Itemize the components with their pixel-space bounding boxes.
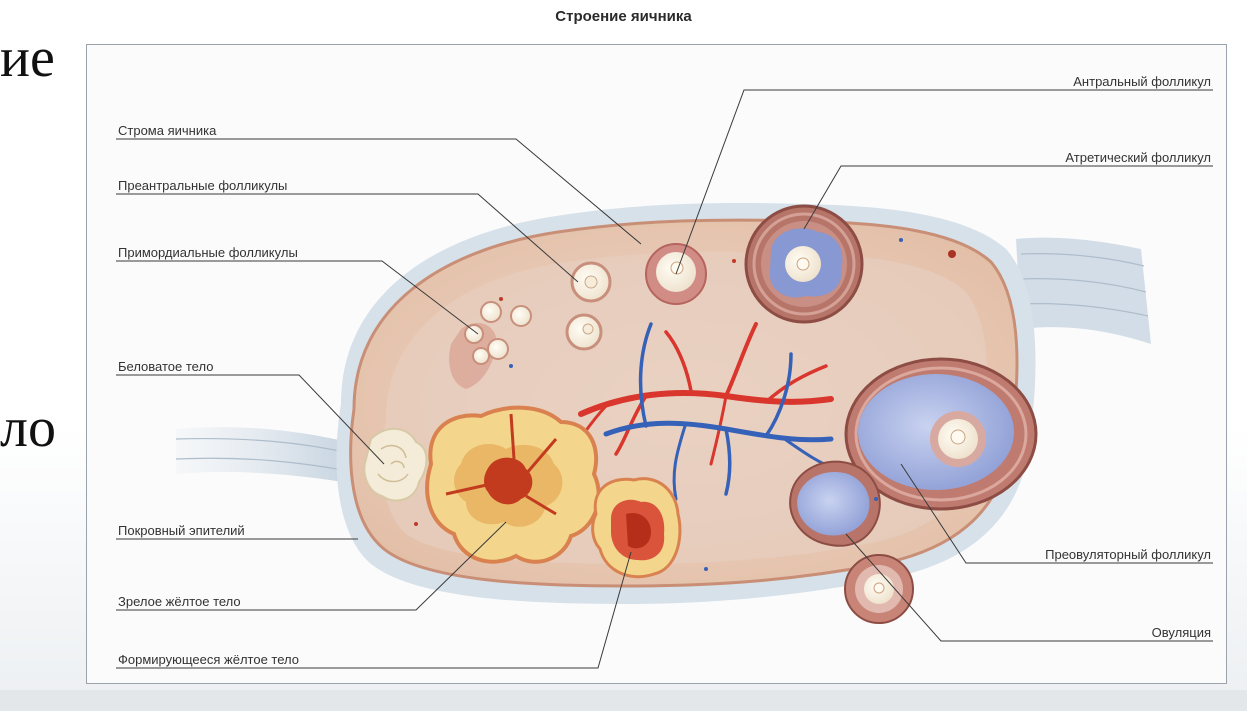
label-primordial-follicles: Примордиальные фолликулы: [118, 245, 298, 260]
label-preovulatory-follicle: Преовуляторный фолликул: [1045, 547, 1211, 562]
figure-title: Строение яичника: [0, 8, 1247, 25]
label-corpus-albicans: Беловатое тело: [118, 359, 213, 374]
label-preantral-follicles: Преантральные фолликулы: [118, 178, 287, 193]
label-surface-epithelium: Покровный эпителий: [118, 523, 245, 538]
label-ovulation: Овуляция: [1152, 625, 1211, 640]
right-ligament: [1016, 238, 1151, 344]
slide-bottom-band: [0, 690, 1247, 711]
slide-text-fragment-top: ие: [0, 30, 55, 86]
forming-corpus-luteum: [593, 479, 680, 577]
atretic-follicle: [746, 206, 862, 322]
label-forming-corpus-luteum: Формирующееся жёлтое тело: [118, 652, 299, 667]
label-antral-follicle: Антральный фолликул: [1073, 74, 1211, 89]
label-ovarian-stroma: Строма яичника: [118, 123, 217, 138]
label-mature-corpus-luteum: Зрелое жёлтое тело: [118, 594, 241, 609]
left-ligament: [176, 427, 356, 484]
label-atretic-follicle: Атретический фолликул: [1065, 150, 1211, 165]
ovary-diagram: Строма яичника Преантральные фолликулы П…: [86, 44, 1227, 684]
slide-text-fragment-middle: ло: [0, 400, 56, 456]
